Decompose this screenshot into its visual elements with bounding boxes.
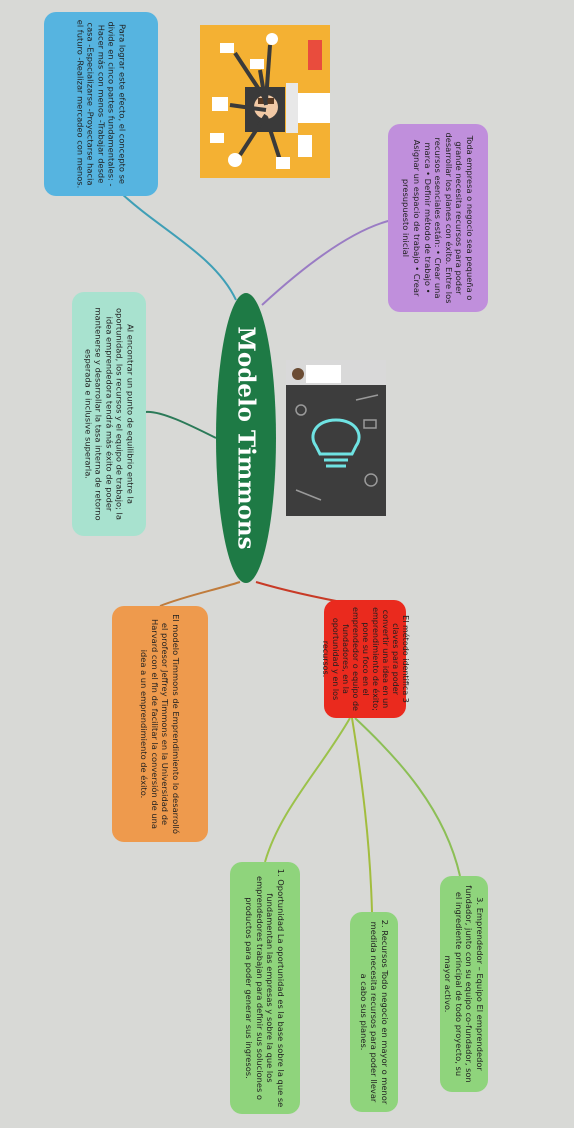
node-blue: Para lograr este efecto, el concepto se … <box>44 12 158 196</box>
node-green-emprendedor-text: 3. Emprendedor – Equipo El emprendedor f… <box>443 885 486 1083</box>
edge-to-orange <box>159 581 241 607</box>
node-red: El método identifica 3 claves para poder… <box>321 600 410 718</box>
node-purple-text: Toda empresa o negocio sea pequeña o gra… <box>401 132 476 304</box>
illustration-office-worker <box>200 25 330 178</box>
edge-to-teal <box>144 410 217 439</box>
node-red-text: El método identifica 3 claves para poder… <box>321 607 410 711</box>
node-teal: Al encontrar un punto de equilibrio entr… <box>72 292 146 536</box>
node-green-oportunidad-text: 1. Oportunidad La oportunidad es la base… <box>244 868 287 1108</box>
node-green-emprendedor: 3. Emprendedor – Equipo El emprendedor f… <box>440 876 488 1092</box>
node-blue-text: Para lograr este efecto, el concepto se … <box>75 19 128 189</box>
edge-to-blue <box>119 191 237 301</box>
office-worker-icon <box>200 25 330 178</box>
edge-to-purple <box>261 219 393 306</box>
edge-to-green2 <box>351 717 373 913</box>
central-topic-title: Modelo Timmons <box>232 326 260 550</box>
node-purple: Toda empresa o negocio sea pequeña o gra… <box>388 124 488 312</box>
node-teal-text: Al encontrar un punto de equilibrio entr… <box>83 307 136 521</box>
edge-to-green3 <box>354 717 461 877</box>
node-green-oportunidad: 1. Oportunidad La oportunidad es la base… <box>230 862 300 1114</box>
node-orange: El modelo Timmons de Emprendimiento lo d… <box>112 606 208 842</box>
lightbulb-icon <box>286 360 386 516</box>
edge-to-green1 <box>264 717 351 863</box>
photo-lightbulb-chalkboard <box>286 360 386 516</box>
central-topic: Modelo Timmons <box>216 293 276 583</box>
node-orange-text: El modelo Timmons de Emprendimiento lo d… <box>139 614 182 834</box>
node-green-recursos: 2. Recursos Todo negocio en mayor o meno… <box>350 912 398 1112</box>
node-green-recursos-text: 2. Recursos Todo negocio en mayor o meno… <box>358 919 390 1105</box>
